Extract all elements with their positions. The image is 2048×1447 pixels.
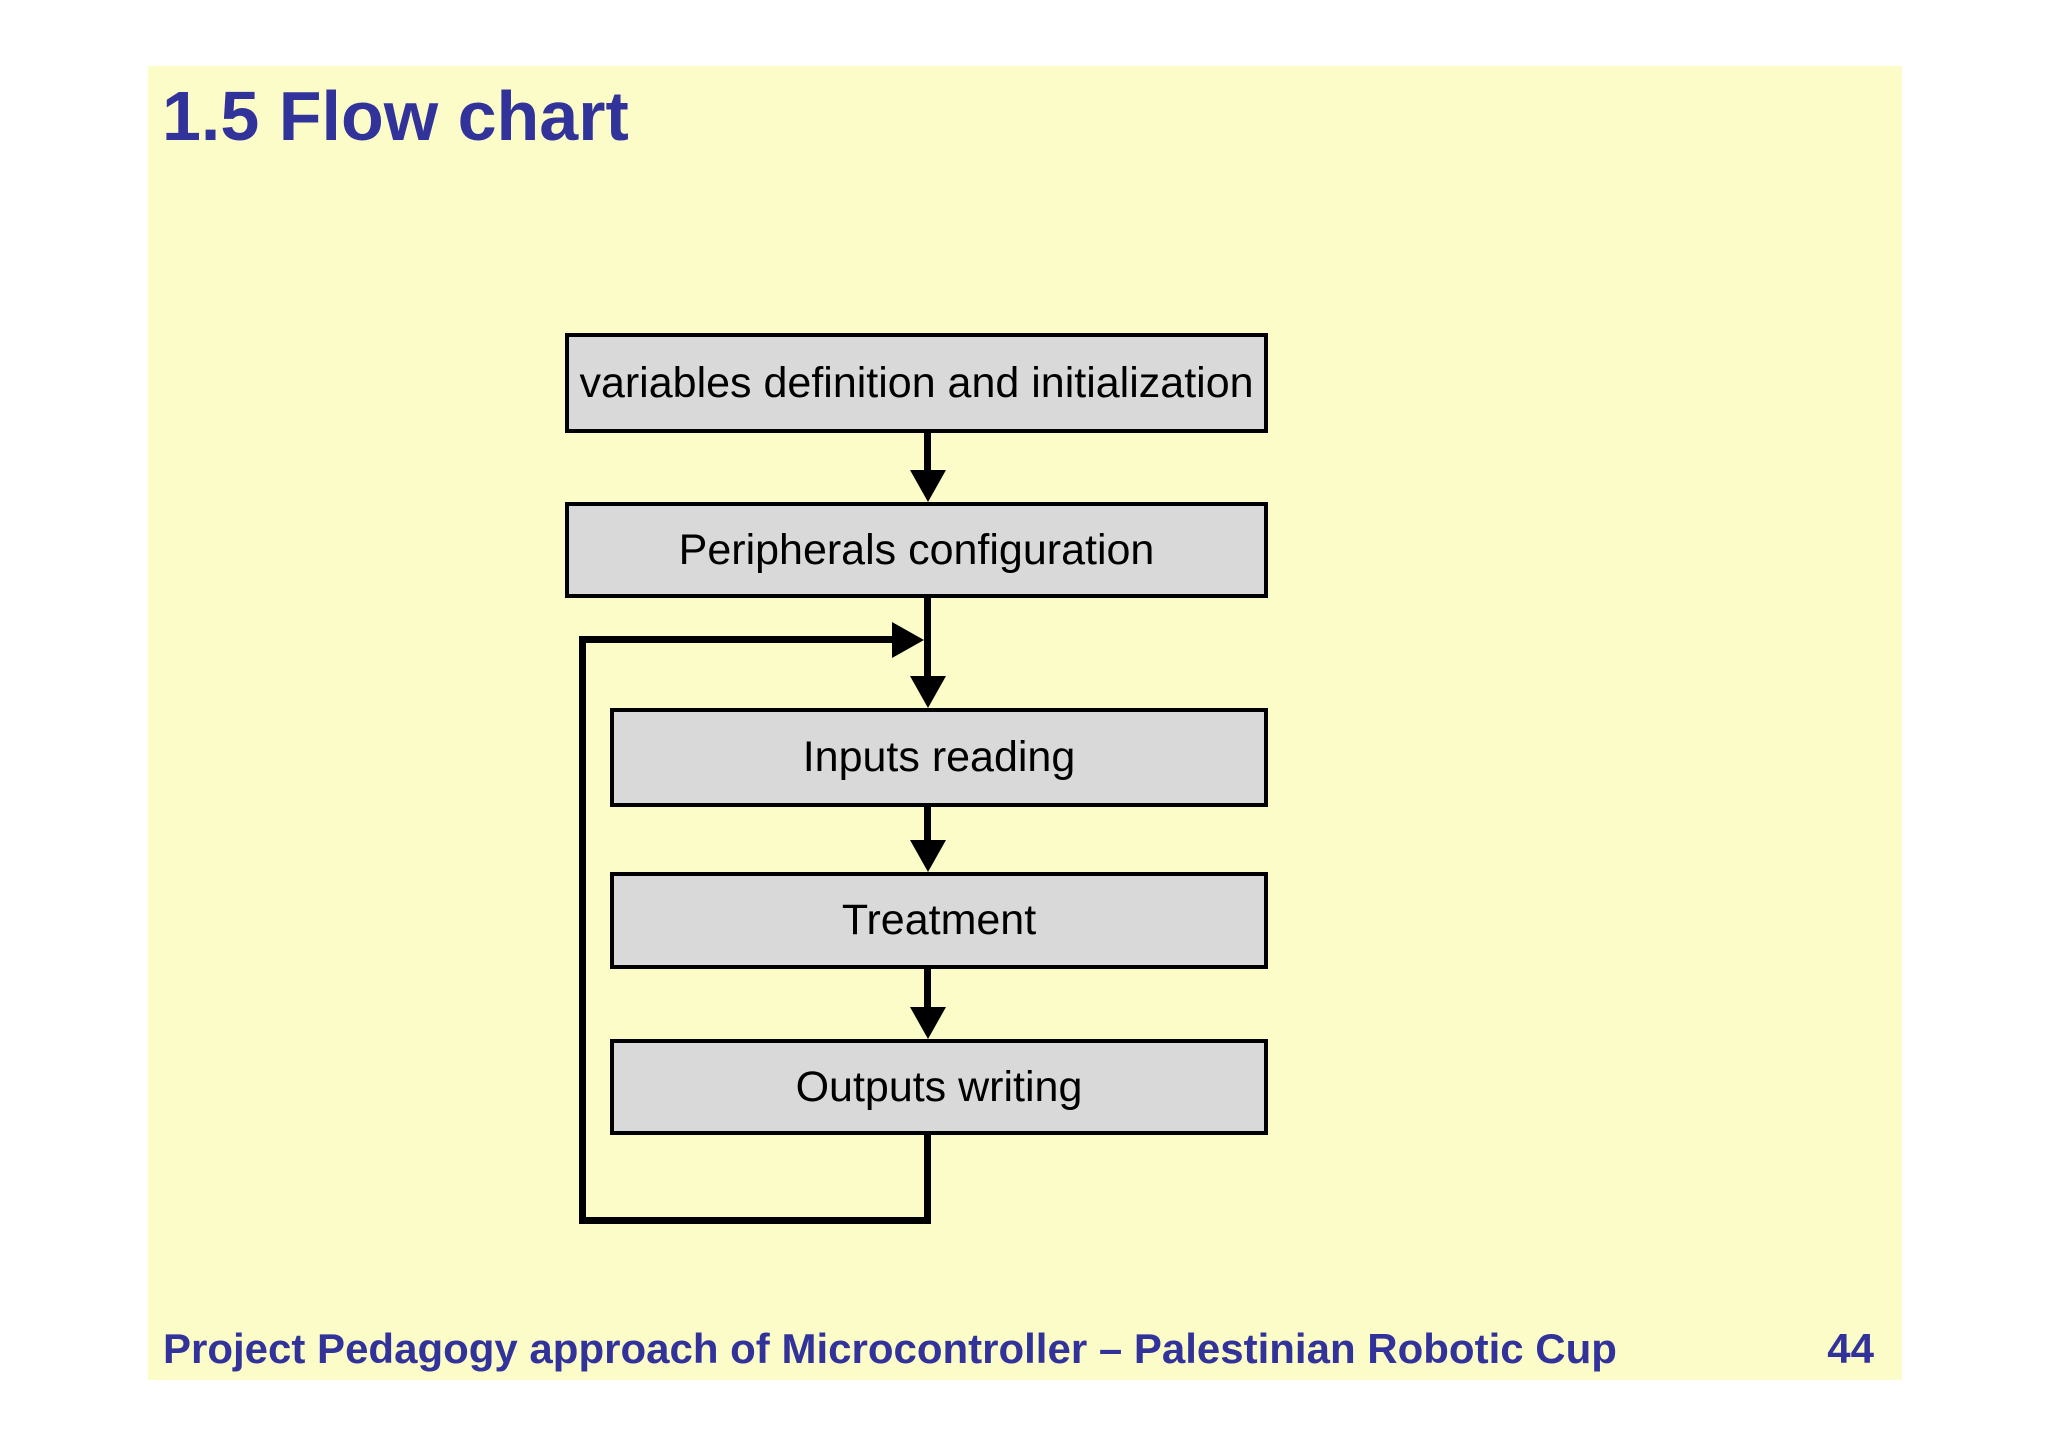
slide: 1.5 Flow chart variables definition and … [148,66,1902,1380]
flow-node-inputs-reading: Inputs reading [610,708,1268,807]
flow-node-label: Treatment [841,896,1037,944]
page-number: 44 [1827,1325,1874,1372]
flow-node-outputs-writing: Outputs writing [610,1039,1268,1135]
footer-text: Project Pedagogy approach of Microcontro… [163,1325,1617,1372]
flow-node-variables-initialization: variables definition and initialization [565,333,1268,433]
arrow-treatment-to-outputs-shaft [924,969,931,1009]
arrow-treatment-to-outputs-head [910,1007,946,1039]
slide-title: 1.5 Flow chart [162,77,629,155]
flow-node-peripherals-configuration: Peripherals configuration [565,502,1268,598]
flow-node-treatment: Treatment [610,872,1268,969]
flow-node-label: variables definition and initialization [579,358,1254,407]
slide-footer: Project Pedagogy approach of Microcontro… [163,1324,1874,1374]
loop-line-top [579,636,892,643]
loop-line-left [579,636,586,1224]
loop-line-bottom [579,1217,931,1224]
arrow-variables-to-peripherals-head [910,470,946,502]
arrow-peripherals-to-inputs-head [910,676,946,708]
flow-node-label: Inputs reading [802,733,1076,781]
arrow-peripherals-to-inputs-shaft [924,598,931,678]
flow-node-label: Outputs writing [795,1062,1083,1111]
loop-line-from-outputs [924,1135,931,1224]
arrow-variables-to-peripherals-shaft [924,433,931,471]
loop-arrowhead [892,622,924,658]
arrow-inputs-to-treatment-shaft [924,807,931,842]
arrow-inputs-to-treatment-head [910,840,946,872]
flowchart: variables definition and initialization … [148,66,1902,1380]
flow-node-label: Peripherals configuration [678,525,1155,574]
